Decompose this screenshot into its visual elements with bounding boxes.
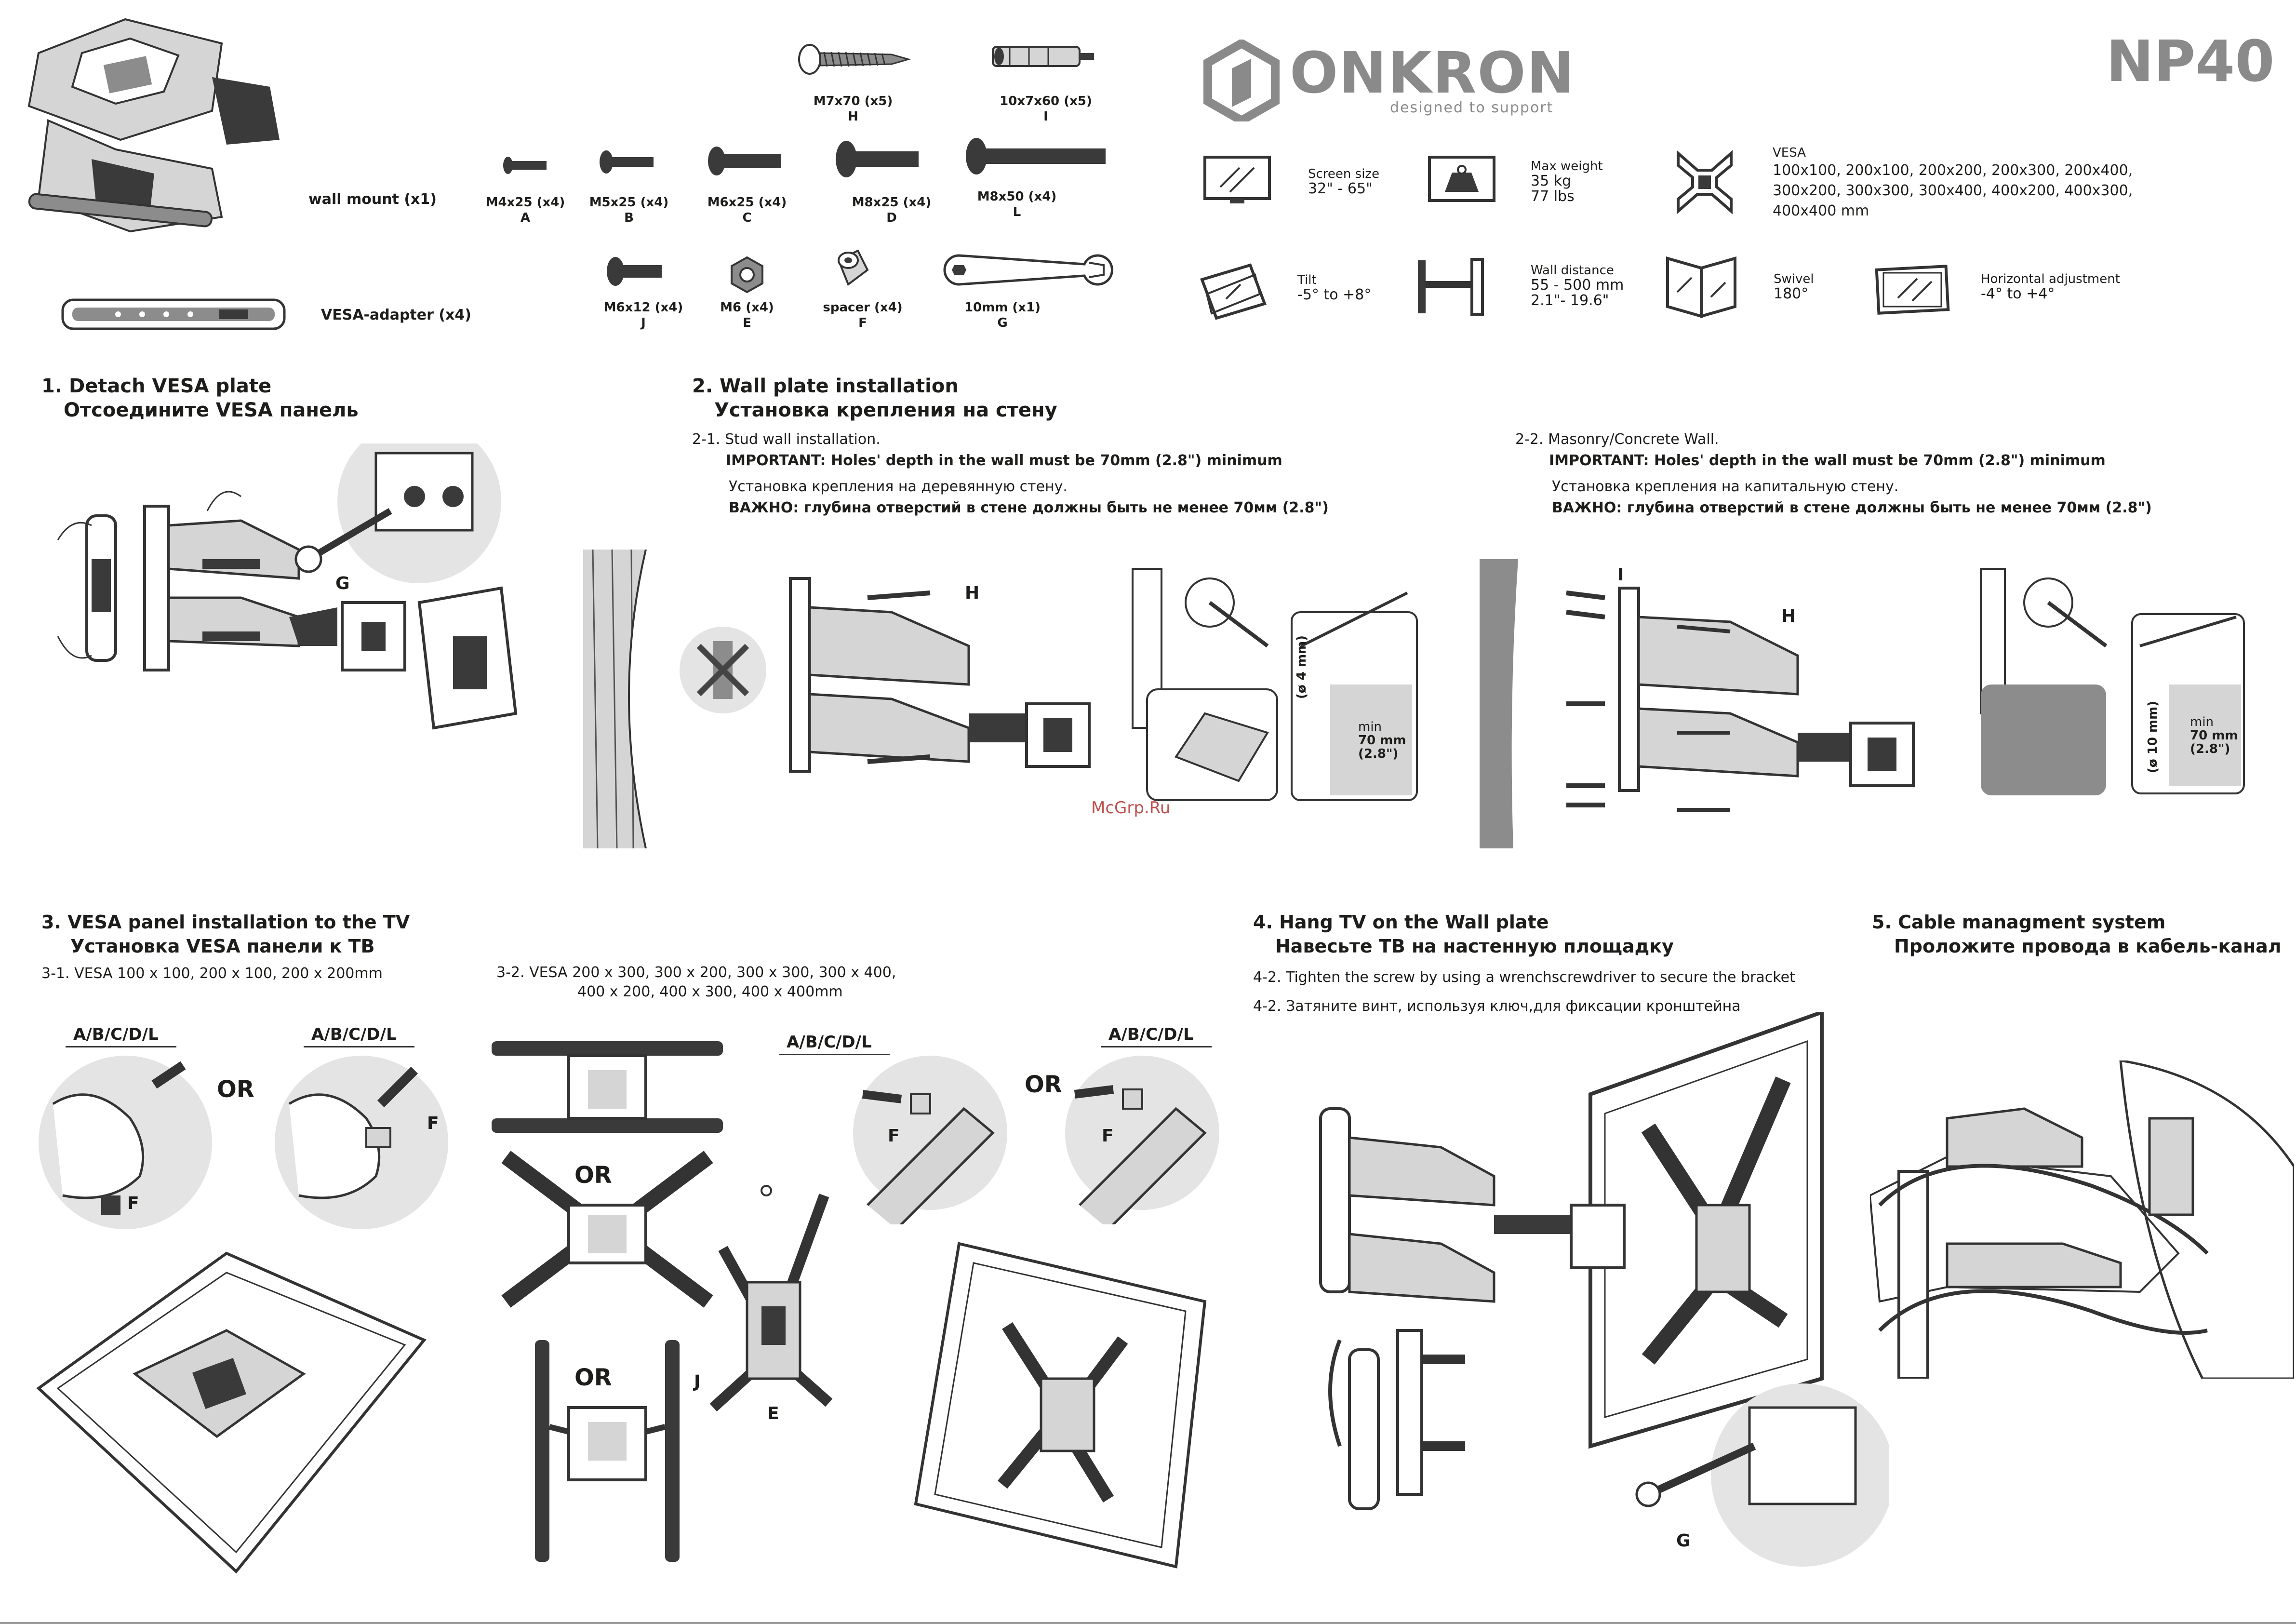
step3-zoom-d: [1060, 1051, 1219, 1224]
step3-screw-code-1: A/B/C/D/L: [73, 1025, 159, 1044]
part-l-label: M8x50 (x4)L: [977, 189, 1057, 219]
part-c-label: M6x25 (x4)C: [707, 195, 787, 225]
step2-masonry-drill: (ø 10 mm): [2146, 700, 2160, 773]
vesa-pattern-icon: [1669, 144, 1741, 221]
step5-title: 5. Cable managment system Проложите пров…: [1872, 912, 2282, 957]
anchor-i-icon: [990, 40, 1096, 73]
screw-b-icon: [598, 148, 655, 176]
step4-tool-label: G: [1676, 1531, 1691, 1551]
step4-text: 4-2. Tighten the screw by using a wrench…: [1253, 969, 1795, 1015]
wall-mount-illustration: [19, 14, 289, 275]
step3-tv-x-adapter-illustration: [906, 1234, 1234, 1571]
wrench-g-icon: [940, 251, 1113, 289]
step2-stud-screw-label: H: [965, 583, 980, 603]
step2-stud-drill: (ø 4 mm): [1295, 635, 1309, 699]
part-g-label: 10mm (x1)G: [964, 300, 1041, 330]
step3-spacer-label-3: F: [888, 1126, 900, 1146]
step2-masonry-illustration: [1480, 559, 2135, 848]
step2-masonry-depth-box: [2130, 612, 2246, 795]
step3-j-label: J: [694, 1372, 701, 1392]
step3-zoom-b: [270, 1051, 453, 1244]
step3-tv-plate-illustration: [24, 1234, 439, 1581]
step3-screw-code-2: A/B/C/D/L: [311, 1025, 397, 1044]
part-a-label: M4x25 (x4)A: [485, 195, 565, 225]
screw-d-icon: [834, 139, 921, 179]
step2-stud-text: 2-1. Stud wall installation. IMPORTANT: …: [692, 431, 1329, 516]
step3-adapters-illustration: [487, 1032, 728, 1571]
part-b-label: M5x25 (x4)B: [589, 195, 669, 225]
step3-code-line-1: [66, 1046, 176, 1047]
brand-tagline: designed to support: [1390, 99, 1554, 116]
screw-j-icon: [605, 255, 663, 288]
part-e-label: M6 (x4)E: [720, 300, 774, 330]
part-h-label: M7x70 (x5)H: [813, 94, 893, 124]
step3-spacer-label-4: F: [1102, 1126, 1114, 1146]
vesa-adapter-label: VESA-adapter (x4): [321, 307, 471, 323]
step1-tool-label: G: [335, 574, 350, 593]
step2-stud-min: min 70 mm (2.8"): [1358, 720, 1406, 761]
part-f-label: spacer (x4)F: [823, 300, 903, 330]
step3-or-4: OR: [1025, 1071, 1062, 1098]
step2-stud-illustration: [583, 550, 1422, 848]
vesa-adapter-illustration: [60, 295, 287, 334]
step3-exploded-illustration: [694, 1176, 848, 1446]
step3-spacer-label-1: F: [127, 1194, 139, 1213]
spacer-f-icon: [834, 246, 872, 289]
step5-cable-illustration: [1870, 1060, 2294, 1379]
step3-code-line-3: [779, 1054, 890, 1055]
model-number: NP40: [2106, 28, 2275, 94]
step2-masonry-text: 2-2. Masonry/Concrete Wall. IMPORTANT: H…: [1515, 431, 2152, 516]
onkron-logo-icon: [1203, 40, 1280, 121]
step3-or-2: OR: [574, 1162, 612, 1189]
footer-line: [0, 1622, 2296, 1624]
wall-distance-icon: [1414, 255, 1491, 318]
part-d-label: M8x25 (x4)D: [852, 195, 932, 225]
screen-size-icon: [1201, 153, 1273, 206]
step3-e-label: E: [767, 1404, 779, 1423]
step3-screw-code-4: A/B/C/D/L: [1108, 1025, 1194, 1044]
step3-screw-code-3: A/B/C/D/L: [787, 1033, 872, 1052]
step4-title: 4. Hang TV on the Wall plate Навесьте ТВ…: [1253, 912, 1674, 957]
wall-mount-label: wall mount (x1): [308, 191, 437, 208]
brand-name: ONKRON: [1290, 40, 1575, 106]
max-weight-icon: [1426, 153, 1498, 206]
step2-title: 2. Wall plate installation Установка кре…: [692, 375, 1057, 421]
screw-l-icon: [964, 136, 1108, 176]
step3-zoom-a: [34, 1051, 217, 1244]
step3-or-1: OR: [217, 1076, 254, 1103]
step3-or-3: OR: [574, 1364, 612, 1391]
step3-sub2: 3-2. VESA 200 x 300, 300 x 200, 300 x 30…: [496, 964, 896, 1000]
screw-c-icon: [706, 144, 783, 178]
nut-e-icon: [728, 255, 766, 294]
screw-h-icon: [795, 42, 911, 76]
step1-title: 1. Detach VESA plate Отсоедините VESA па…: [41, 375, 359, 421]
step1-illustration: [29, 443, 564, 771]
swivel-icon: [1663, 254, 1740, 321]
step2-masonry-anchor-label: I: [1617, 565, 1624, 585]
step4-hang-illustration: [1311, 1012, 1889, 1581]
step3-code-line-2: [304, 1046, 414, 1047]
step2-masonry-screw-label: H: [1781, 606, 1796, 626]
spec-horizontal-adjustment: Horizontal adjustment-4° to +4°: [1981, 272, 2120, 302]
step2-masonry-min: min 70 mm (2.8"): [2190, 715, 2238, 756]
step3-zoom-c: [848, 1051, 1007, 1224]
part-j-label: M6x12 (x4)J: [603, 300, 683, 330]
step3-code-line-4: [1101, 1046, 1212, 1047]
step3-sub1: 3-1. VESA 100 x 100, 200 x 100, 200 x 20…: [41, 965, 383, 982]
step3-spacer-label-2: F: [427, 1114, 439, 1133]
horizontal-adjust-icon: [1874, 259, 1951, 317]
spec-tilt: Tilt-5° to +8°: [1297, 273, 1372, 303]
step3-title: 3. VESA panel installation to the TV Уст…: [41, 912, 410, 957]
tilt-icon: [1192, 251, 1274, 323]
watermark: McGrp.Ru: [1091, 798, 1171, 818]
screw-a-icon: [501, 153, 549, 177]
part-i-label: 10x7x60 (x5)I: [1000, 94, 1092, 124]
